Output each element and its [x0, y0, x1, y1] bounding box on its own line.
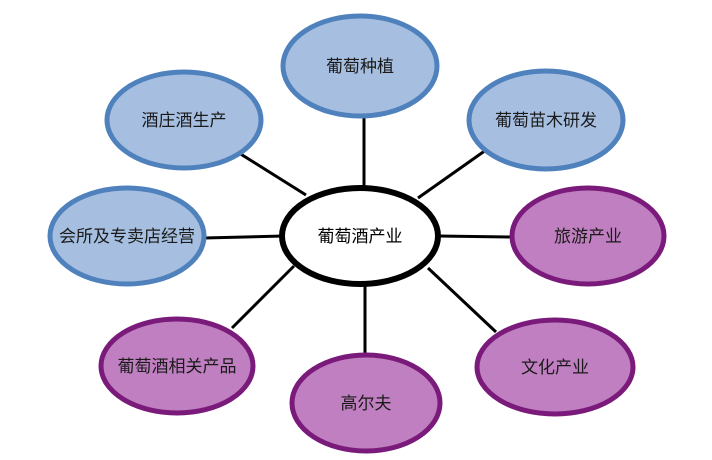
node-tourism-label: 旅游产业: [554, 227, 622, 247]
node-seedling-research-shape: [466, 68, 626, 172]
node-wine-products-label: 葡萄酒相关产品: [118, 357, 237, 377]
node-grape-planting-shape: [280, 13, 440, 119]
node-golf-shape: [289, 352, 443, 454]
node-seedling-research-label: 葡萄苗木研发: [495, 111, 597, 131]
node-tourism-shape: [509, 185, 667, 287]
node-winery-production-label: 酒庄酒生产: [142, 111, 227, 131]
node-club-stores-shape: [47, 185, 207, 287]
node-club-stores: 会所及专卖店经营: [47, 185, 207, 287]
connector-winery-production: [238, 151, 307, 197]
connector-tourism: [437, 234, 513, 239]
node-seedling-research: 葡萄苗木研发: [466, 68, 626, 172]
center-node: 葡萄酒产业: [279, 185, 441, 287]
node-wine-products-shape: [98, 316, 256, 416]
connector-culture: [426, 266, 498, 334]
node-winery-production-shape: [104, 69, 264, 171]
node-culture-shape: [474, 317, 636, 417]
node-golf: 高尔夫: [289, 352, 443, 454]
node-grape-planting: 葡萄种植: [280, 13, 440, 119]
center-node-label: 葡萄酒产业: [318, 227, 403, 247]
node-golf-label: 高尔夫: [341, 394, 392, 414]
connector-lines: [203, 115, 513, 355]
node-winery-production: 酒庄酒生产: [104, 69, 264, 171]
node-wine-products: 葡萄酒相关产品: [98, 316, 256, 416]
connector-club-stores: [203, 234, 285, 240]
connector-seedling-research: [417, 148, 487, 200]
node-grape-planting-label: 葡萄种植: [326, 57, 394, 77]
center-node-shape: [279, 185, 441, 287]
connector-wine-products: [230, 264, 296, 330]
node-culture-label: 文化产业: [521, 358, 589, 378]
node-club-stores-label: 会所及专卖店经营: [59, 227, 195, 247]
node-tourism: 旅游产业: [509, 185, 667, 287]
node-culture: 文化产业: [474, 317, 636, 417]
